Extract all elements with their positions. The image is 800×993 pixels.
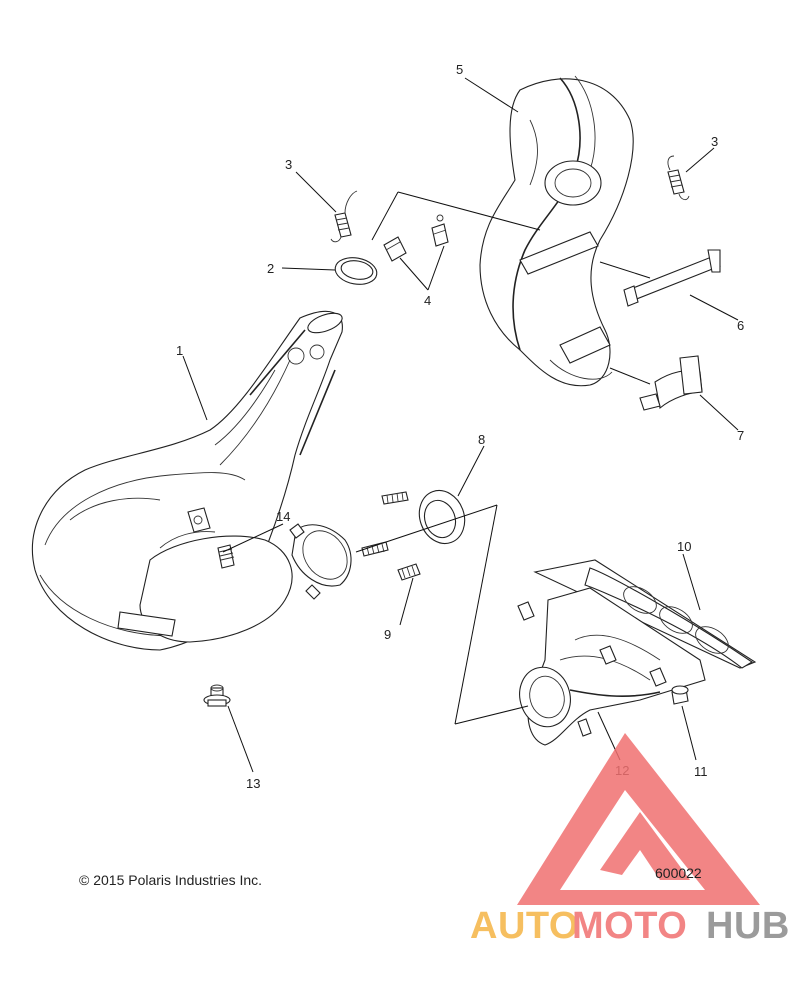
part-13-plug — [203, 684, 231, 707]
callout-7: 7 — [737, 428, 744, 443]
part-14-spring-clamp — [217, 523, 352, 600]
watermark-inner-shape-icon — [600, 812, 690, 880]
part-8-gasket — [418, 489, 466, 545]
callout-6: 6 — [737, 318, 744, 333]
part-1-exhaust-pipe — [31, 310, 343, 651]
callout-1: 1 — [176, 343, 183, 358]
part-5-muffler — [479, 75, 634, 387]
part-3-spring-right — [667, 155, 690, 201]
callout-3-right: 3 — [711, 134, 718, 149]
watermark-text-auto: AUTO — [470, 905, 579, 947]
callout-10: 10 — [677, 539, 691, 554]
diagram-number: 600022 — [655, 865, 702, 881]
part-10-flange-gasket — [533, 559, 757, 669]
copyright-text: © 2015 Polaris Industries Inc. — [79, 872, 262, 888]
watermark-logo: AUTO MOTO HUB — [470, 733, 790, 947]
callout-8: 8 — [478, 432, 485, 447]
watermark-text-moto: MOTO — [572, 905, 687, 947]
callout-4: 4 — [424, 293, 431, 308]
part-11-bolt — [671, 685, 689, 705]
part-9-springs — [361, 491, 421, 581]
callout-5: 5 — [456, 62, 463, 77]
callout-2: 2 — [267, 261, 274, 276]
callout-14: 14 — [276, 509, 290, 524]
callout-3-left: 3 — [285, 157, 292, 172]
callout-11: 11 — [694, 764, 708, 779]
part-3-spring-left — [330, 190, 358, 243]
callout-13: 13 — [246, 776, 260, 791]
part-6-bracket — [623, 249, 721, 307]
part-2-gasket-ring — [334, 257, 378, 285]
leader-lines — [182, 77, 739, 773]
watermark-text-hub: HUB — [706, 905, 790, 947]
part-4-grommets — [383, 214, 449, 262]
watermark-triangle-icon — [517, 733, 760, 905]
callout-9: 9 — [384, 627, 391, 642]
part-7-clip — [639, 355, 703, 411]
part-12-exhaust-manifold — [517, 587, 706, 746]
